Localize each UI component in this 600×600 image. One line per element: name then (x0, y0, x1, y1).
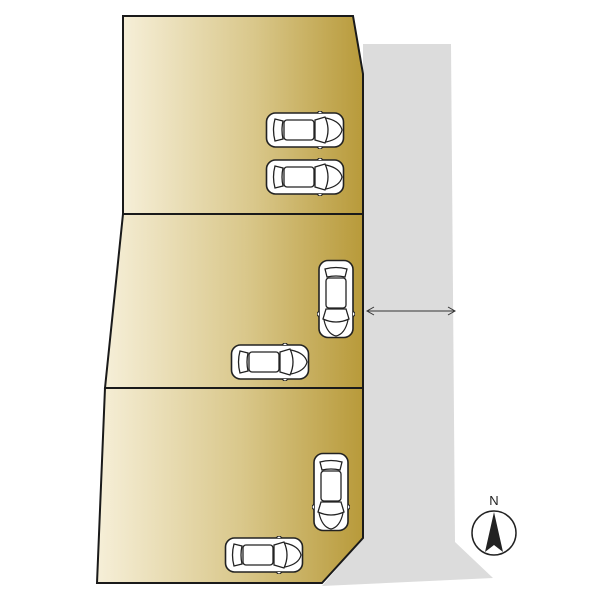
car-lot3-vertical (312, 452, 350, 532)
road (322, 44, 493, 586)
car-lot2-horizontal (230, 343, 310, 381)
north-arrow-icon (485, 512, 503, 552)
road-width-dimension (365, 306, 457, 316)
north-compass: N (471, 493, 517, 556)
car-lot2-vertical (317, 259, 355, 339)
lot-3 (95, 387, 364, 584)
car-lot3-horizontal (224, 536, 304, 574)
car-lot1-a (265, 111, 345, 149)
car-lot1-b (265, 158, 345, 196)
north-label: N (489, 493, 498, 508)
